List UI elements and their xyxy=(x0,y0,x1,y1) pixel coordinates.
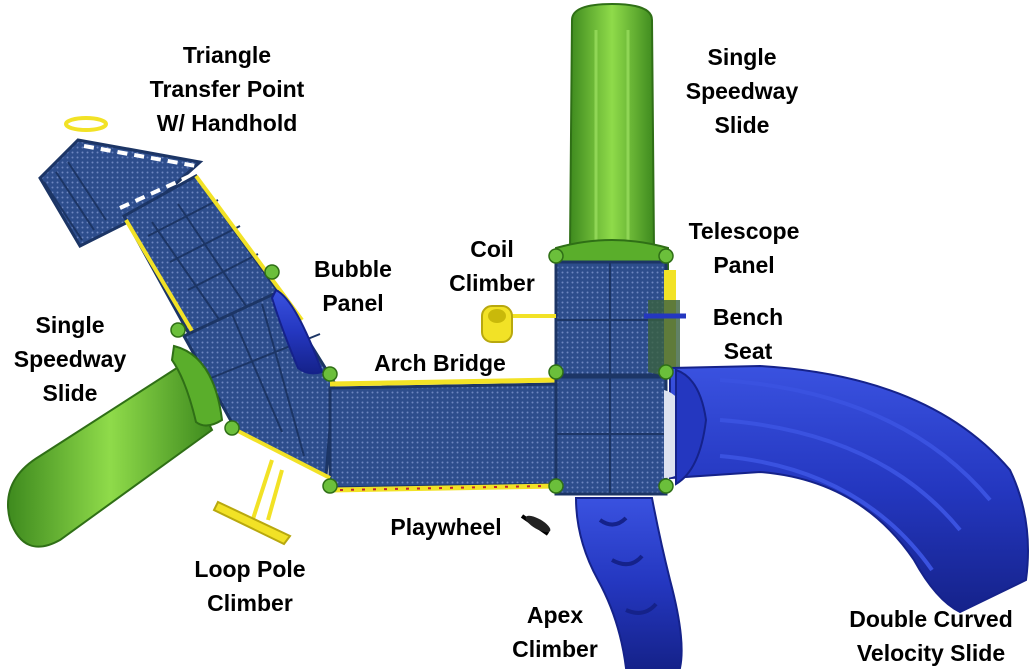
label-line: Slide xyxy=(42,380,98,406)
post-cap xyxy=(322,478,338,494)
post-cap xyxy=(658,248,674,264)
label-arch-bridge: Arch Bridge xyxy=(350,346,530,380)
label-speedway-slide-left: Single Speedway Slide xyxy=(0,308,140,410)
label-line: Single xyxy=(35,312,105,338)
apex-climber xyxy=(574,497,683,669)
label-line: Climber xyxy=(449,270,535,296)
velocity-slide xyxy=(664,364,1029,614)
right-tower-deck xyxy=(554,260,668,496)
bubble-panel xyxy=(270,288,324,375)
label-line: Seat xyxy=(723,338,773,364)
post-cap xyxy=(264,264,280,280)
post-cap xyxy=(224,420,240,436)
speedway-slide-top xyxy=(555,2,669,274)
label-coil-climber: Coil Climber xyxy=(434,232,550,300)
label-line: Velocity Slide xyxy=(856,640,1006,666)
post-cap xyxy=(322,366,338,382)
label-triangle-transfer-point: Triangle Transfer Point W/ Handhold xyxy=(118,38,336,140)
triangle-transfer-point xyxy=(38,116,204,248)
label-line: Playwheel xyxy=(390,514,502,540)
label-line: Double Curved xyxy=(849,606,1013,632)
post-cap xyxy=(170,322,186,338)
post-cap xyxy=(658,364,674,380)
arch-bridge xyxy=(328,377,558,493)
label-line: Speedway xyxy=(685,78,799,104)
post-cap xyxy=(548,364,564,380)
speedway-slide-left xyxy=(7,344,224,548)
label-line: Arch Bridge xyxy=(374,350,506,376)
post-cap xyxy=(548,478,564,494)
label-bench-seat: Bench Seat xyxy=(696,300,800,368)
label-telescope-panel: Telescope Panel xyxy=(670,214,818,282)
post-caps xyxy=(170,248,674,494)
label-loop-pole-climber: Loop Pole Climber xyxy=(170,552,330,620)
label-line: Climber xyxy=(207,590,293,616)
post-cap xyxy=(548,248,564,264)
label-line: Panel xyxy=(713,252,775,278)
telescope-panel xyxy=(644,270,686,380)
coil-climber xyxy=(481,305,556,343)
label-line: Triangle xyxy=(182,42,272,68)
label-line: Bench xyxy=(712,304,784,330)
label-line: W/ Handhold xyxy=(156,110,298,136)
label-line: Speedway xyxy=(13,346,127,372)
label-line: Panel xyxy=(322,290,384,316)
label-bubble-panel: Bubble Panel xyxy=(296,252,410,320)
label-line: Slide xyxy=(714,112,770,138)
label-line: Coil xyxy=(470,236,514,262)
label-line: Bubble xyxy=(314,256,392,282)
label-apex-climber: Apex Climber xyxy=(490,598,620,666)
label-line: Apex xyxy=(526,602,584,628)
post-cap xyxy=(658,478,674,494)
label-line: Single xyxy=(707,44,777,70)
label-line: Climber xyxy=(512,636,598,662)
playwheel xyxy=(520,514,551,536)
label-playwheel: Playwheel xyxy=(372,510,520,544)
label-velocity-slide: Double Curved Velocity Slide xyxy=(826,602,1036,670)
label-line: Transfer Point xyxy=(149,76,305,102)
loop-pole-climber xyxy=(212,428,331,546)
label-line: Telescope xyxy=(688,218,800,244)
handhold xyxy=(64,116,108,132)
label-line: Loop Pole xyxy=(194,556,306,582)
label-speedway-slide-top: Single Speedway Slide xyxy=(660,40,824,142)
